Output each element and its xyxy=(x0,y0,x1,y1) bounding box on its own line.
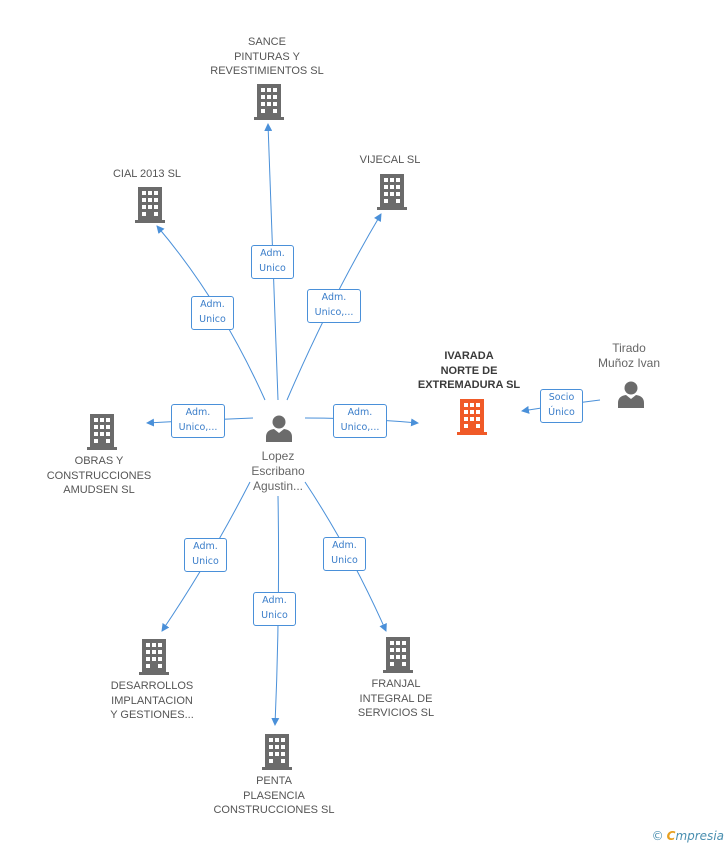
building-icon[interactable] xyxy=(377,174,407,210)
node-label-tirado[interactable]: Tirado Muñoz Ivan xyxy=(597,341,661,370)
brand-logo-initial: C xyxy=(666,829,676,843)
building-icon[interactable] xyxy=(457,399,487,435)
edge-label-ivarada[interactable]: Adm. Unico,... xyxy=(333,404,387,438)
person-icon[interactable] xyxy=(617,380,645,408)
node-label-sance[interactable]: SANCE PINTURAS Y REVESTIMIENTOS SL xyxy=(210,36,324,77)
edge-label-sance[interactable]: Adm. Unico xyxy=(251,245,294,279)
edge-label-desarrollos[interactable]: Adm. Unico xyxy=(184,538,227,572)
building-icon[interactable] xyxy=(139,639,169,675)
node-label-desarrollos[interactable]: DESARROLLOS IMPLANTACION Y GESTIONES... xyxy=(110,680,194,721)
building-icon[interactable] xyxy=(262,734,292,770)
node-label-obras[interactable]: OBRAS Y CONSTRUCCIONES AMUDSEN SL xyxy=(46,455,152,496)
edge-label-tirado[interactable]: Socio Único xyxy=(540,389,583,423)
copyright-icon: © xyxy=(651,829,664,843)
edge-label-penta[interactable]: Adm. Unico xyxy=(253,592,296,626)
node-label-center[interactable]: Lopez Escribano Agustin... xyxy=(251,449,305,493)
edge-label-franjal[interactable]: Adm. Unico xyxy=(323,537,366,571)
brand-logo-text: mpresia xyxy=(675,829,724,843)
building-icon[interactable] xyxy=(135,187,165,223)
building-icon[interactable] xyxy=(383,637,413,673)
node-label-cial[interactable]: CIAL 2013 SL xyxy=(112,168,182,180)
node-label-franjal[interactable]: FRANJAL INTEGRAL DE SERVICIOS SL xyxy=(357,678,435,719)
edge-label-cial[interactable]: Adm. Unico xyxy=(191,296,234,330)
node-label-ivarada[interactable]: IVARADA NORTE DE EXTREMADURA SL xyxy=(417,350,521,391)
building-icon[interactable] xyxy=(87,414,117,450)
edge-label-vijecal[interactable]: Adm. Unico,... xyxy=(307,289,361,323)
node-label-penta[interactable]: PENTA PLASENCIA CONSTRUCCIONES SL xyxy=(213,775,335,816)
node-label-vijecal[interactable]: VIJECAL SL xyxy=(359,154,421,166)
person-icon[interactable] xyxy=(265,414,293,442)
edge-label-obras[interactable]: Adm. Unico,... xyxy=(171,404,225,438)
brand-footer[interactable]: ©Cmpresia xyxy=(652,829,724,843)
building-icon[interactable] xyxy=(254,84,284,120)
